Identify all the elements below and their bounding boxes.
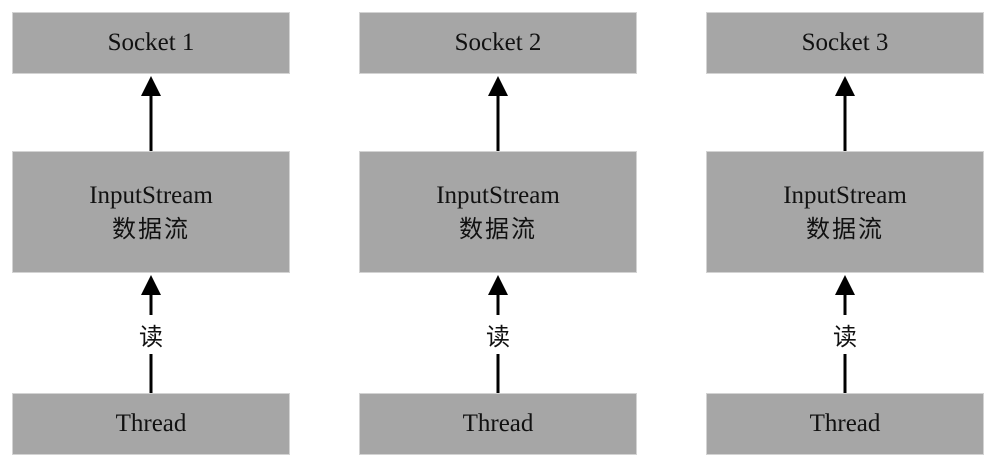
inputstream-box: InputStream 数据流 (12, 151, 290, 273)
column-3: Socket 3 InputStream 数据流 读 Thread (706, 0, 986, 464)
inputstream-label: InputStream (783, 181, 907, 209)
column-1: Socket 1 InputStream 数据流 读 Thread (12, 0, 292, 464)
arrow-up-icon (141, 76, 161, 151)
thread-label: Thread (115, 410, 187, 438)
data-stream-label: 数据流 (806, 214, 884, 243)
thread-box: Thread (706, 393, 984, 455)
socket-label: Socket 2 (454, 29, 542, 57)
inputstream-label: InputStream (89, 181, 213, 209)
socket-box: Socket 2 (359, 12, 637, 74)
socket-label: Socket 3 (801, 29, 889, 57)
read-label-container: 读 (12, 314, 290, 354)
thread-label: Thread (462, 410, 534, 438)
inputstream-box: InputStream 数据流 (706, 151, 984, 273)
arrow-up-icon (488, 76, 508, 151)
thread-box: Thread (12, 393, 290, 455)
inputstream-box: InputStream 数据流 (359, 151, 637, 273)
arrow-up-icon (835, 76, 855, 151)
read-label: 读 (135, 314, 167, 354)
socket-label: Socket 1 (107, 29, 195, 57)
socket-box: Socket 3 (706, 12, 984, 74)
data-stream-label: 数据流 (459, 214, 537, 243)
read-label: 读 (482, 314, 514, 354)
read-label-container: 读 (706, 314, 984, 354)
read-label-container: 读 (359, 314, 637, 354)
thread-box: Thread (359, 393, 637, 455)
column-2: Socket 2 InputStream 数据流 读 Thread (359, 0, 639, 464)
read-label: 读 (829, 314, 861, 354)
thread-label: Thread (809, 410, 881, 438)
inputstream-label: InputStream (436, 181, 560, 209)
data-stream-label: 数据流 (112, 214, 190, 243)
socket-box: Socket 1 (12, 12, 290, 74)
